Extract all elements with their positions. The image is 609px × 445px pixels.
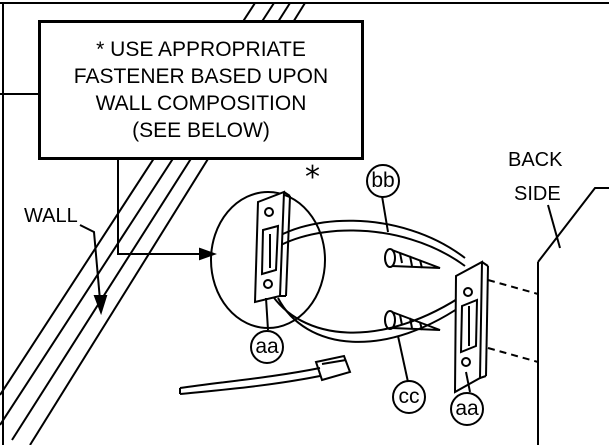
aa-left-leader — [265, 297, 269, 331]
cable-tie-strap — [179, 219, 471, 395]
callout-aa-right: aa — [450, 392, 484, 426]
cable-tie-head — [314, 354, 352, 382]
callout-aa-right-label: aa — [455, 397, 479, 420]
callout-bb-label: bb — [371, 169, 395, 192]
note-line-2: FASTENER BASED UPON — [73, 65, 329, 88]
back-side-label-line1: BACK — [508, 149, 563, 171]
note-line-1: * USE APPROPRIATE — [96, 38, 306, 61]
cabinet-back-side — [537, 187, 609, 445]
wall-leader-line — [79, 224, 108, 316]
bb-leader — [381, 195, 389, 233]
cc-leader — [397, 335, 409, 383]
back-side-leader — [547, 204, 561, 249]
screw-lower — [384, 310, 441, 331]
note-leader-line — [117, 160, 217, 261]
callout-aa-left: aa — [250, 330, 284, 364]
note-line-4: (SEE BELOW) — [132, 119, 270, 142]
callout-aa-left-label: aa — [255, 335, 279, 358]
asterisk-marker: * — [305, 160, 320, 195]
screw-upper — [384, 248, 441, 269]
callout-cc-label: cc — [398, 385, 420, 408]
fastener-note-box: * USE APPROPRIATE FASTENER BASED UPON WA… — [38, 20, 364, 160]
alignment-dashes — [487, 279, 539, 363]
callout-bb: bb — [366, 164, 400, 198]
callout-cc: cc — [392, 380, 426, 414]
wall-label: WALL — [24, 205, 78, 227]
aa-right-leader — [465, 371, 471, 393]
right-cabinet-bracket — [453, 260, 489, 394]
left-wall-bracket — [253, 190, 291, 304]
back-side-label-line2: SIDE — [514, 183, 561, 205]
note-line-3: WALL COMPOSITION — [95, 92, 307, 115]
